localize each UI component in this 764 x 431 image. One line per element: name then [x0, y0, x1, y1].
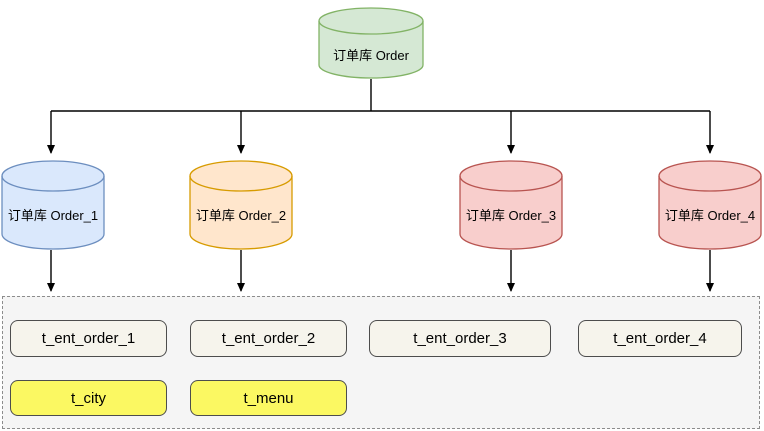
table-t-ent-order-1: t_ent_order_1 — [10, 320, 167, 357]
cylinder-shape-icon — [658, 160, 762, 250]
database-order-3: 订单库 Order_3 — [459, 160, 563, 250]
database-label: 订单库 Order_3 — [465, 208, 557, 223]
database-order-4: 订单库 Order_4 — [658, 160, 762, 250]
database-label: 订单库 Order_4 — [664, 208, 756, 223]
cylinder-shape-icon — [189, 160, 293, 250]
table-t-menu: t_menu — [190, 380, 347, 416]
database-order-2: 订单库 Order_2 — [189, 160, 293, 250]
table-t-ent-order-4: t_ent_order_4 — [578, 320, 742, 357]
table-t-ent-order-2: t_ent_order_2 — [190, 320, 347, 357]
table-t-city: t_city — [10, 380, 167, 416]
cylinder-shape-icon — [1, 160, 105, 250]
cylinder-shape-icon — [318, 7, 424, 79]
database-order-1: 订单库 Order_1 — [1, 160, 105, 250]
database-label: 订单库 Order — [333, 48, 409, 63]
database-label: 订单库 Order_1 — [7, 208, 99, 223]
table-t-ent-order-3: t_ent_order_3 — [369, 320, 551, 357]
cylinder-shape-icon — [459, 160, 563, 250]
database-label: 订单库 Order_2 — [195, 208, 287, 223]
database-order-root: 订单库 Order — [318, 7, 424, 79]
